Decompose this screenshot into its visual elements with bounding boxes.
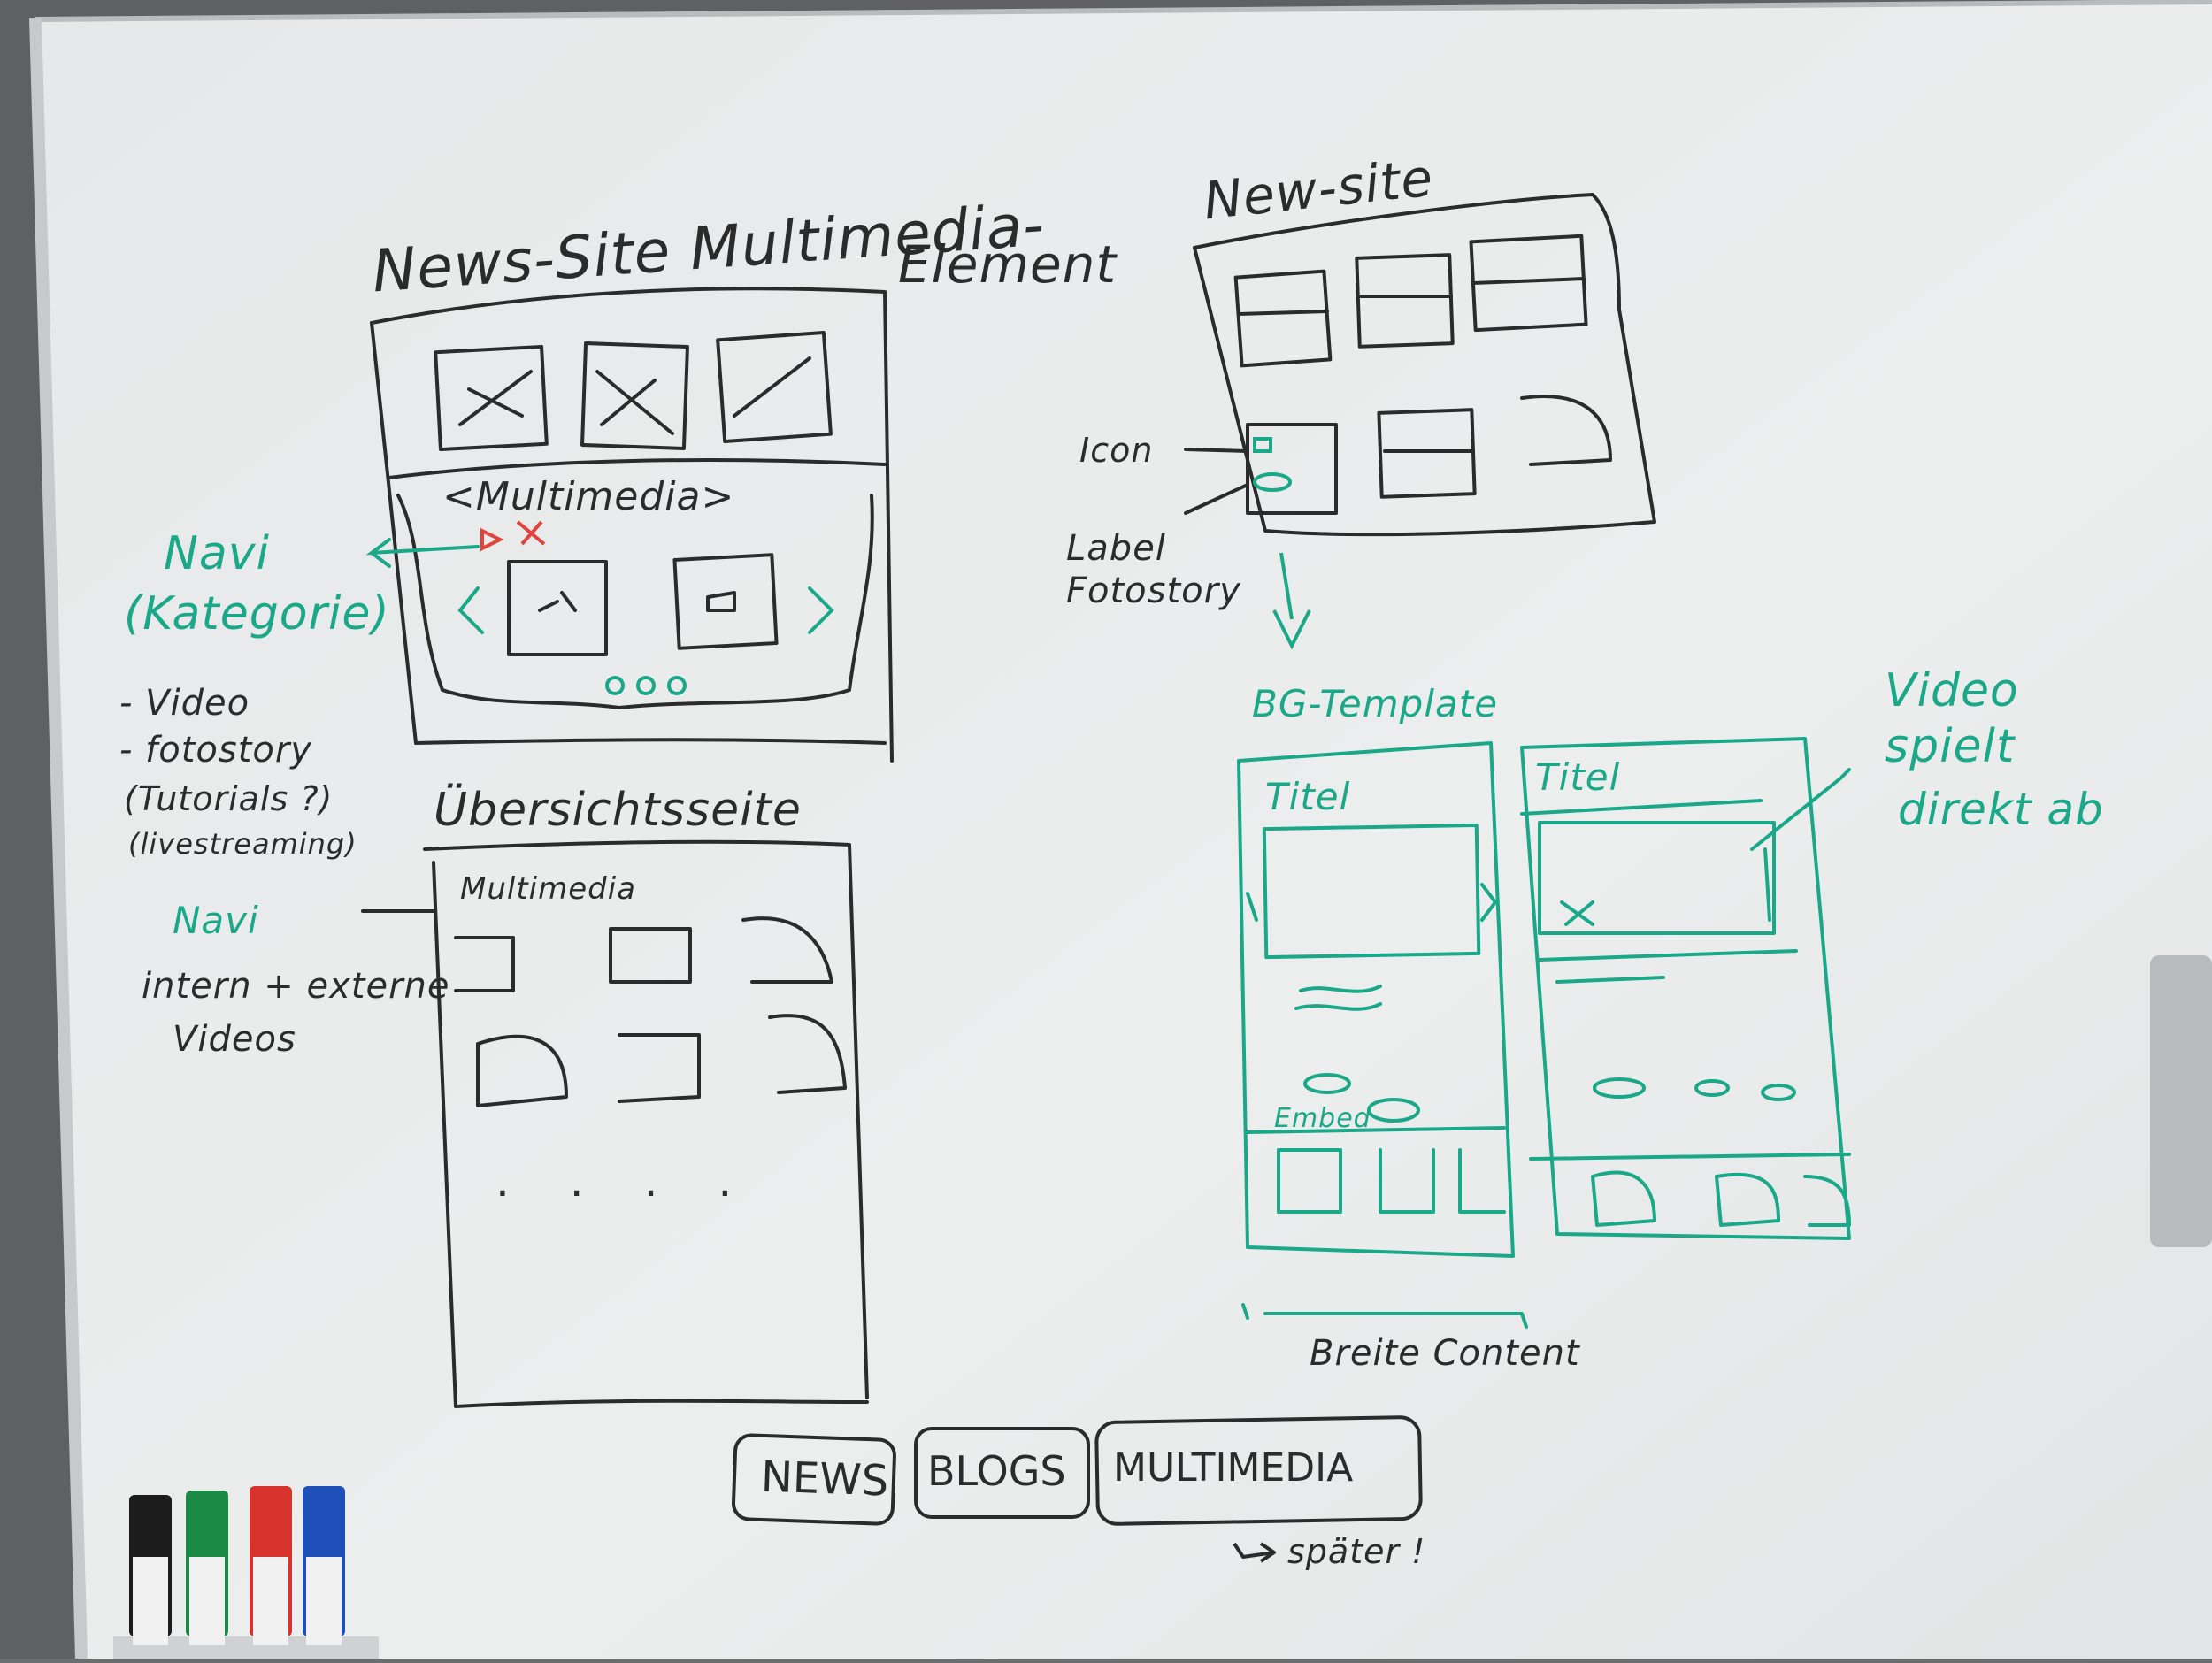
label-label: Label [1066, 528, 1166, 569]
marker-black [129, 1495, 172, 1645]
templates-sketch [1237, 737, 1851, 1329]
nav-button-multimedia[interactable]: MULTIMEDIA [1113, 1445, 1354, 1491]
category-tutorials: (Tutorials ?) [124, 779, 334, 818]
navi-label-2: Navi [173, 899, 259, 942]
nav-button-news[interactable]: NEWS [760, 1452, 890, 1506]
note-videos: Videos [173, 1019, 296, 1060]
right-top-green [1253, 437, 1311, 650]
template-title: BG-Template [1252, 682, 1499, 725]
eraser [2150, 955, 2212, 1247]
later-note: später ! [1287, 1532, 1426, 1571]
right-top-sketch [1184, 193, 1656, 537]
overview-multimedia-label: Multimedia [460, 871, 637, 907]
left-sketch-title-cont: Element [898, 234, 1118, 295]
card-title-1: Titel [1265, 775, 1351, 818]
bottom-buttons-outline [731, 1415, 1423, 1563]
category-livestreaming: (livestreaming) [128, 827, 357, 861]
icon-label: Icon [1079, 431, 1154, 470]
left-sketch-green [365, 538, 834, 695]
left-sketch-lines [361, 287, 894, 1408]
board-surface [35, 0, 2212, 1659]
category-fotostory: - fotostory [119, 730, 312, 770]
navi-category-label: (Kategorie) [124, 587, 390, 640]
note-intern-extern: intern + externe [142, 966, 450, 1007]
overview-title: Übersichtsseite [434, 784, 802, 837]
video-note-1: Video [1885, 664, 2019, 717]
video-note-2: spielt [1885, 720, 2016, 773]
marker-green [186, 1491, 228, 1645]
marker-red [250, 1486, 292, 1645]
board-frame-left [29, 17, 88, 1659]
marker-blue [303, 1486, 345, 1645]
nav-button-blogs[interactable]: BLOGS [927, 1447, 1066, 1495]
carousel-label: <Multimedia> [442, 474, 735, 519]
navi-label: Navi [164, 527, 270, 580]
video-note-3: direkt ab [1898, 784, 2104, 835]
width-note: Breite Content [1310, 1333, 1580, 1374]
card-title-2: Titel [1535, 755, 1621, 799]
red-play-icon [480, 520, 546, 552]
embed-label: Embed [1274, 1103, 1371, 1134]
category-video: - Video [119, 683, 250, 724]
label-fotostory: Fotostory [1066, 571, 1241, 611]
ellipsis: . . . . [495, 1155, 756, 1207]
